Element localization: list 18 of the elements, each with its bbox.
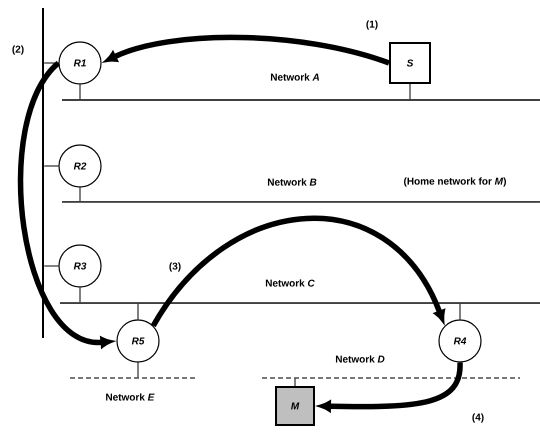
network-line — [70, 377, 195, 379]
network-label: Network D — [336, 355, 384, 363]
network-label: Network C — [266, 279, 315, 287]
step-number: (1) — [366, 20, 378, 30]
network-label: Network A — [270, 73, 320, 81]
arrow — [151, 216, 445, 328]
step-number: (2) — [12, 45, 24, 55]
host-box: M — [275, 386, 315, 426]
link-line — [294, 378, 296, 386]
network-line — [62, 201, 540, 203]
step-number: (4) — [472, 413, 484, 423]
host-box: S — [389, 42, 431, 84]
network-label: Network B — [268, 178, 316, 186]
step-number: (3) — [169, 262, 181, 272]
network-label: Network E — [106, 393, 155, 401]
network-label: (Home network for M) — [404, 177, 506, 187]
network-line — [60, 302, 540, 304]
network-line — [62, 99, 540, 101]
